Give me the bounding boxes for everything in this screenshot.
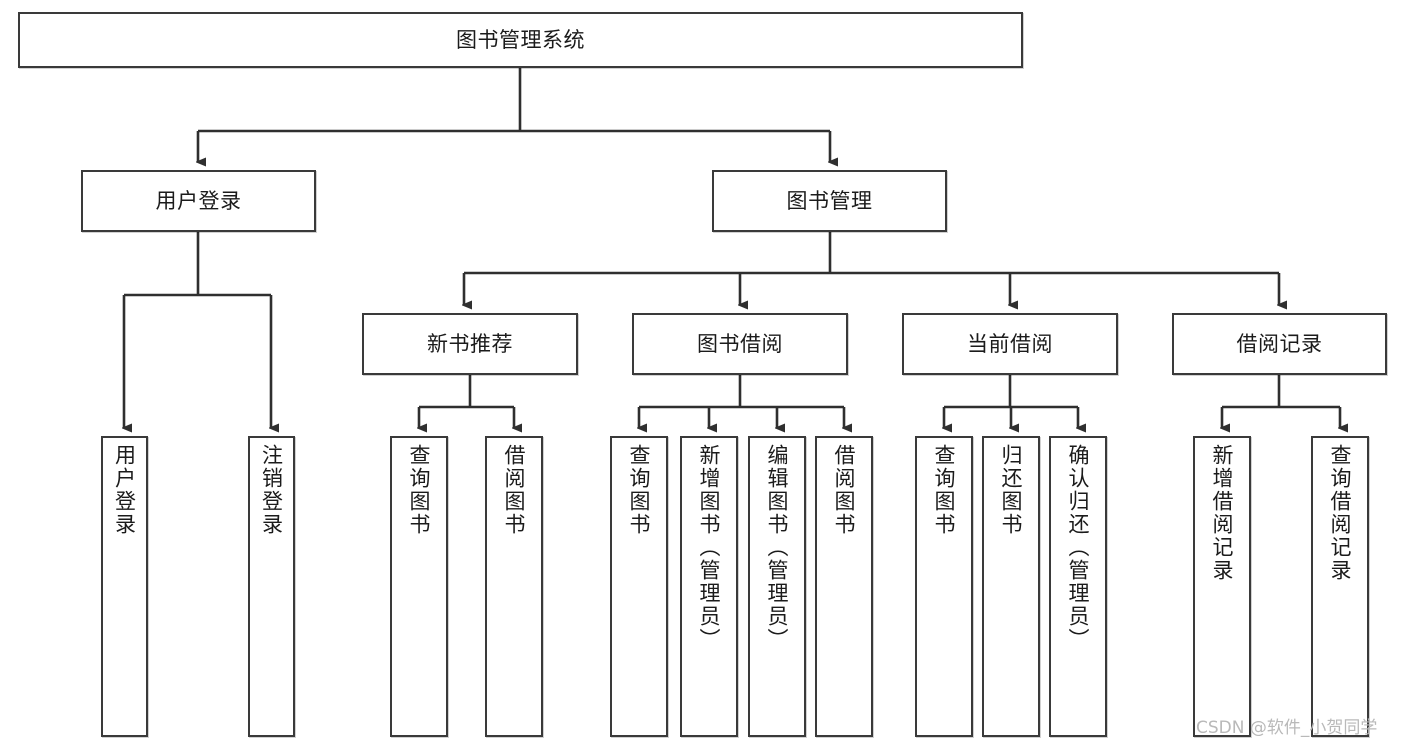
node-leaf-borrow-book-rec-label: 借阅图书 — [502, 444, 527, 536]
node-leaf-edit-book-label: 编辑图书（管理员） — [765, 444, 790, 651]
node-leaf-borrow-book[interactable]: 借阅图书 — [815, 436, 873, 737]
node-borrow-record-label: 借阅记录 — [1236, 331, 1323, 356]
watermark-text: CSDN @软件_小贺同学 — [1196, 718, 1378, 738]
node-book-manage[interactable]: 图书管理 — [712, 170, 947, 232]
node-leaf-user-login[interactable]: 用户登录 — [101, 436, 148, 737]
node-leaf-add-book[interactable]: 新增图书（管理员） — [680, 436, 738, 737]
node-current-borrow[interactable]: 当前借阅 — [902, 313, 1118, 375]
node-leaf-user-login-label: 用户登录 — [112, 444, 137, 536]
node-leaf-query-book-rec[interactable]: 查询图书 — [390, 436, 448, 737]
node-book-borrow[interactable]: 图书借阅 — [632, 313, 848, 375]
node-root-label: 图书管理系统 — [456, 27, 585, 52]
node-user-login-label: 用户登录 — [155, 188, 242, 213]
node-leaf-borrow-book-rec[interactable]: 借阅图书 — [485, 436, 543, 737]
node-leaf-return-book[interactable]: 归还图书 — [982, 436, 1040, 737]
node-leaf-add-record[interactable]: 新增借阅记录 — [1193, 436, 1251, 737]
node-current-borrow-label: 当前借阅 — [967, 331, 1053, 356]
node-leaf-borrow-book-label: 借阅图书 — [832, 444, 857, 536]
node-leaf-query-record-label: 查询借阅记录 — [1328, 444, 1353, 582]
node-book-borrow-label: 图书借阅 — [697, 331, 783, 356]
node-leaf-confirm-return-label: 确认归还（管理员） — [1066, 444, 1091, 651]
node-leaf-query-book-cur[interactable]: 查询图书 — [915, 436, 973, 737]
node-leaf-add-record-label: 新增借阅记录 — [1210, 444, 1235, 582]
node-leaf-add-book-label: 新增图书（管理员） — [697, 444, 722, 651]
node-leaf-query-record[interactable]: 查询借阅记录 — [1311, 436, 1369, 737]
node-root[interactable]: 图书管理系统 — [18, 12, 1023, 68]
node-leaf-confirm-return[interactable]: 确认归还（管理员） — [1049, 436, 1107, 737]
node-new-book-recommend-label: 新书推荐 — [427, 331, 513, 356]
node-leaf-return-book-label: 归还图书 — [999, 444, 1024, 536]
node-leaf-edit-book[interactable]: 编辑图书（管理员） — [748, 436, 806, 737]
node-leaf-user-logout[interactable]: 注销登录 — [248, 436, 295, 737]
node-user-login[interactable]: 用户登录 — [81, 170, 316, 232]
node-leaf-query-book-borrow[interactable]: 查询图书 — [610, 436, 668, 737]
node-book-manage-label: 图书管理 — [786, 188, 873, 213]
node-new-book-recommend[interactable]: 新书推荐 — [362, 313, 578, 375]
node-leaf-query-book-borrow-label: 查询图书 — [627, 444, 652, 536]
node-borrow-record[interactable]: 借阅记录 — [1172, 313, 1387, 375]
node-leaf-query-book-rec-label: 查询图书 — [407, 444, 432, 536]
node-leaf-user-logout-label: 注销登录 — [259, 444, 284, 536]
node-leaf-query-book-cur-label: 查询图书 — [932, 444, 957, 536]
